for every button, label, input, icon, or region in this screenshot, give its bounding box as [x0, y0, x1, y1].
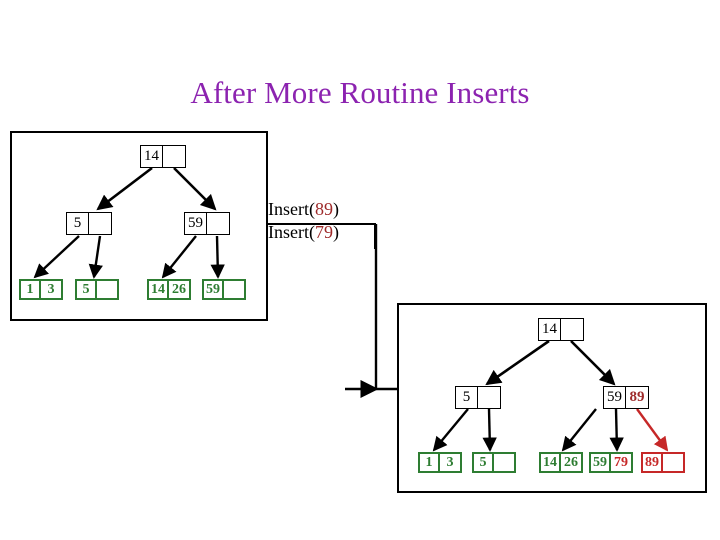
insert-2-prefix: Insert(: [268, 222, 315, 242]
tree-before-leaf-1: 1 3: [19, 279, 63, 300]
node-cell: 14: [538, 318, 561, 341]
node-cell: 59: [603, 386, 626, 409]
tree-before-root-node: 14: [140, 145, 186, 168]
insert-1-suffix: ): [332, 199, 339, 219]
tree-before-frame: [10, 131, 268, 321]
tree-before-leaf-4: 59: [202, 279, 246, 300]
leaf-cell: 3: [41, 279, 63, 300]
leaf-cell: [494, 452, 516, 473]
node-cell: 59: [184, 212, 207, 235]
node-cell: 5: [455, 386, 478, 409]
tree-before-leaf-3: 14 26: [147, 279, 191, 300]
insert-operation-2: Insert(79): [268, 221, 378, 244]
leaf-cell: 5: [472, 452, 494, 473]
tree-after-internal-left: 5: [455, 386, 501, 409]
node-cell: 14: [140, 145, 163, 168]
tree-before-internal-left: 5: [66, 212, 112, 235]
insert-1-prefix: Insert(: [268, 199, 315, 219]
tree-after-frame: [397, 303, 707, 493]
insert-2-suffix: ): [332, 222, 339, 242]
node-cell: 5: [66, 212, 89, 235]
leaf-cell: 1: [418, 452, 440, 473]
insert-right-rule: [374, 223, 376, 249]
insert-divider: [268, 223, 376, 225]
leaf-cell-inserted: 89: [641, 452, 663, 473]
insert-1-value: 89: [314, 199, 333, 219]
leaf-cell: 59: [202, 279, 224, 300]
leaf-cell: 59: [589, 452, 611, 473]
leaf-cell: 14: [539, 452, 561, 473]
leaf-cell: [97, 279, 119, 300]
leaf-cell-inserted: 79: [611, 452, 633, 473]
leaf-cell: 1: [19, 279, 41, 300]
leaf-cell: [224, 279, 246, 300]
insert-operation-1: Insert(89): [268, 198, 378, 221]
tree-after-root-node: 14: [538, 318, 584, 341]
node-cell: [89, 212, 112, 235]
node-cell: [561, 318, 584, 341]
tree-after-leaf-3: 14 26: [539, 452, 583, 473]
node-cell-inserted: 89: [626, 386, 649, 409]
leaf-cell: 26: [169, 279, 191, 300]
tree-after-leaf-4: 59 79: [589, 452, 633, 473]
leaf-cell: [663, 452, 685, 473]
insert-2-value: 79: [314, 222, 333, 242]
node-cell: [478, 386, 501, 409]
tree-after-leaf-2: 5: [472, 452, 516, 473]
page-title: After More Routine Inserts: [190, 75, 530, 110]
leaf-cell: 14: [147, 279, 169, 300]
node-cell: [163, 145, 186, 168]
tree-after-internal-right: 59 89: [603, 386, 649, 409]
leaf-cell: 5: [75, 279, 97, 300]
tree-before-internal-right: 59: [184, 212, 230, 235]
leaf-cell: 3: [440, 452, 462, 473]
tree-after-leaf-5: 89: [641, 452, 685, 473]
node-cell: [207, 212, 230, 235]
tree-before-leaf-2: 5: [75, 279, 119, 300]
tree-after-leaf-1: 1 3: [418, 452, 462, 473]
insert-operations-block: Insert(89) Insert(79): [268, 198, 378, 249]
leaf-cell: 26: [561, 452, 583, 473]
